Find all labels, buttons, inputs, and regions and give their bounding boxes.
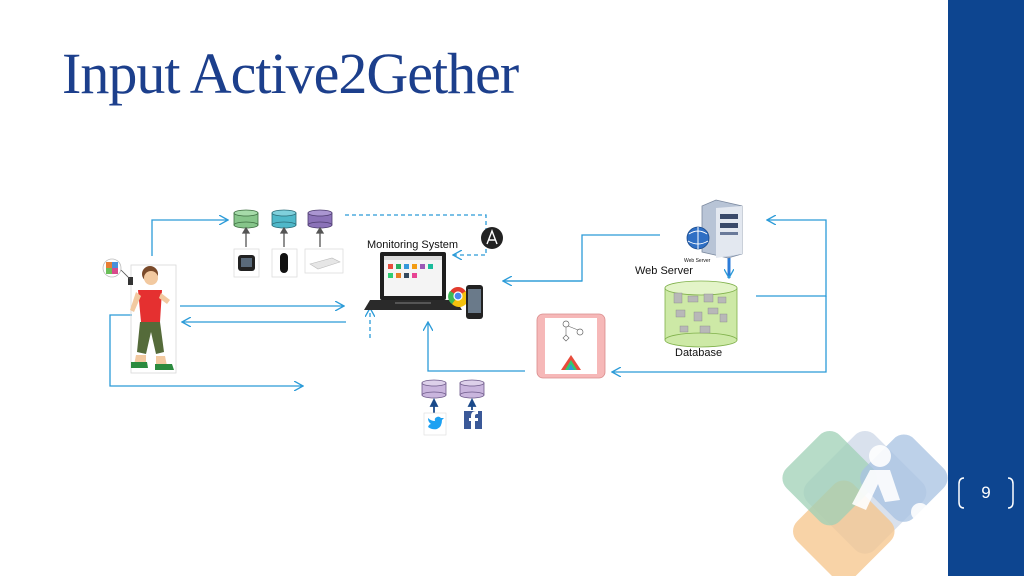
app-logo-icon [102,258,131,280]
person-icon [128,264,177,374]
fitness-tracker-icon [271,248,298,278]
database-icon [271,209,297,229]
database-label: Database [675,347,723,359]
web-server-icon-caption: Web Server [684,258,711,264]
database-icon [233,209,259,229]
slide-title: Input Active2Gether [62,41,519,106]
page-number-text: 9 [981,483,991,502]
monitoring-system-label: Monitoring System [367,239,459,251]
knowledge-model-icon [536,313,606,379]
twitter-icon [423,412,447,436]
web-server-label: Web Server [635,265,693,277]
page-number: 9 [956,474,1016,512]
database-icon [421,379,447,399]
arrow-person-to-sensors [151,220,228,256]
app-logo-icon [481,227,503,249]
web-server-icon [686,199,743,259]
database-icon [307,209,333,229]
scale-device-icon [304,248,344,274]
arrow-person-loop [109,314,303,386]
phone-icon [466,285,483,319]
facebook-icon [464,411,482,429]
smartwatch-icon [233,248,260,278]
database-icon [664,280,738,348]
database-icon [459,379,485,399]
arrow-loop-right [756,220,827,297]
laptop-icon [364,252,462,310]
arrow-database-to-knowledge [612,296,827,372]
arrow-knowledge-to-laptop [428,322,525,372]
